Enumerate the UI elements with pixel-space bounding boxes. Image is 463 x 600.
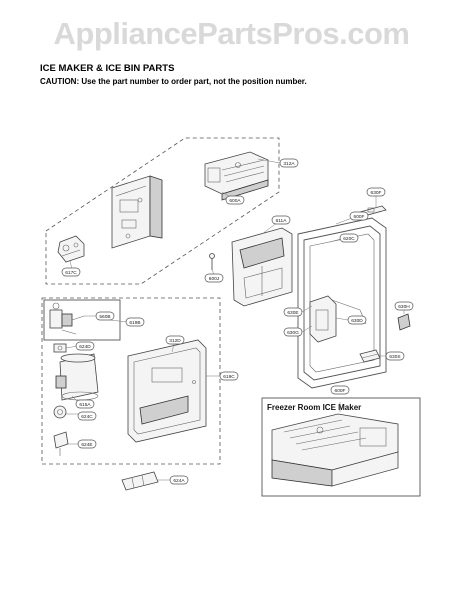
dispenser-assembly-frame	[41, 297, 221, 465]
callout-624d: 624D	[75, 341, 95, 351]
svg-text:617C: 617C	[65, 270, 77, 276]
callout-611a: 611A	[271, 215, 291, 225]
svg-text:630D: 630D	[351, 318, 363, 324]
callout-630e: 630E	[283, 307, 303, 317]
clip-630s	[359, 349, 381, 363]
callout-624c: 624C	[77, 411, 97, 421]
section-title: ICE MAKER & ICE BIN PARTS	[40, 63, 175, 74]
svg-text:560B: 560B	[99, 314, 110, 320]
callout-312d: 312D	[165, 335, 185, 345]
watermark: AppliancePartsPros.com	[53, 16, 410, 51]
ice-bin-door-panel	[231, 227, 293, 307]
svg-text:624A: 624A	[173, 478, 185, 484]
callout-630g: 630G	[283, 327, 303, 337]
ice-maker-unit	[204, 151, 269, 201]
svg-text:624C: 624C	[81, 414, 93, 420]
callout-600a: 600A	[225, 195, 245, 205]
callout-624e: 624E	[77, 439, 97, 449]
callout-630h: 630H	[394, 301, 414, 311]
svg-text:600A: 600A	[229, 198, 241, 204]
svg-text:600F: 600F	[354, 214, 365, 220]
svg-text:611A: 611A	[276, 218, 288, 224]
callout-560b: 560B	[95, 311, 115, 321]
svg-text:630H: 630H	[398, 304, 410, 310]
callout-600f-top: 600F	[349, 211, 369, 221]
cylinder-615a	[55, 353, 99, 401]
svg-text:620C: 620C	[343, 236, 355, 242]
callout-620c: 620C	[339, 233, 359, 243]
svg-text:630F: 630F	[371, 190, 382, 196]
freezer-ice-maker	[271, 413, 399, 487]
svg-text:312A: 312A	[283, 161, 295, 167]
svg-text:600J: 600J	[209, 276, 220, 282]
fitting-624c	[53, 405, 67, 419]
ice-bin-door-frame	[297, 217, 387, 389]
svg-text:619B: 619B	[129, 320, 140, 326]
svg-text:624D: 624D	[79, 344, 91, 350]
callout-312a: 312A	[279, 158, 299, 168]
svg-text:600F: 600F	[335, 388, 346, 394]
caution-note: CAUTION: Use the part number to order pa…	[40, 77, 307, 86]
callout-600f-bottom: 600F	[330, 385, 350, 395]
callout-617c: 617C	[61, 267, 81, 277]
callout-615a: 615A	[75, 399, 95, 409]
fitting-624a	[121, 471, 159, 491]
callout-624a: 624A	[169, 475, 189, 485]
valve-assembly	[49, 302, 85, 335]
freezer-box-label: Freezer Room ICE Maker	[267, 403, 361, 412]
svg-text:619C: 619C	[223, 374, 235, 380]
callout-619b: 619B	[125, 317, 145, 327]
callout-630d: 630D	[347, 315, 367, 325]
svg-text:312D: 312D	[169, 338, 181, 344]
svg-text:630E: 630E	[287, 310, 298, 316]
screw-600a	[209, 253, 215, 270]
ice-maker-bracket	[111, 175, 163, 249]
callout-630f: 630F	[366, 187, 386, 197]
svg-text:630G: 630G	[287, 330, 299, 336]
clip-630h	[397, 313, 411, 331]
svg-text:630S: 630S	[389, 354, 400, 360]
dispenser-door-panel	[127, 339, 207, 443]
callout-619c: 619C	[219, 371, 239, 381]
part-617c	[57, 235, 85, 263]
callout-630s: 630S	[385, 351, 405, 361]
connector-312d	[53, 343, 67, 353]
valve-assembly-box	[43, 299, 121, 341]
callout-600j: 600J	[204, 273, 224, 283]
freezer-ice-maker-box	[261, 397, 421, 497]
ice-maker-assembly-frame	[45, 137, 280, 285]
svg-text:624E: 624E	[81, 442, 92, 448]
svg-text:615A: 615A	[79, 402, 91, 408]
fitting-624e	[53, 431, 69, 456]
